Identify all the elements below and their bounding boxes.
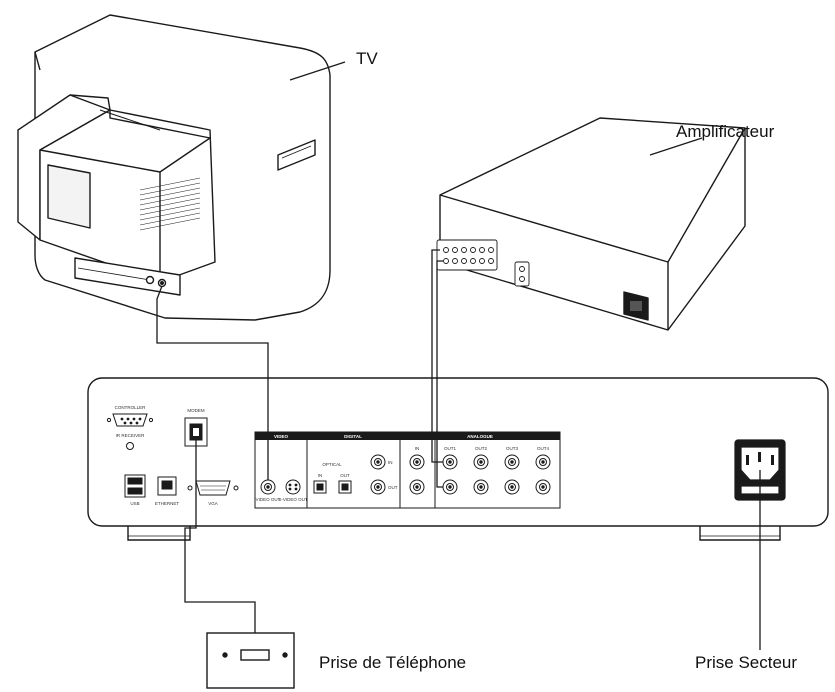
ethernet-port <box>157 476 177 496</box>
controller-label: CONTROLLER <box>115 405 147 410</box>
cables <box>156 249 761 650</box>
amplifier-illustration <box>436 117 746 331</box>
analog-out-jacks <box>442 454 551 495</box>
modem-port <box>184 417 208 447</box>
out2-label: OUT2 <box>475 446 487 451</box>
coaxial-jacks <box>370 454 386 495</box>
analog-in-label: IN <box>415 446 420 451</box>
tv-label: TV <box>356 49 378 68</box>
analog-in-jacks <box>409 454 425 495</box>
vga-port <box>187 480 239 496</box>
analog-header: ANALOGUE <box>467 434 493 439</box>
modem-label: MODEM <box>187 408 205 413</box>
out1-label: OUT1 <box>444 446 456 451</box>
out4-label: OUT4 <box>537 446 549 451</box>
video-out-label: VIDEO OUT <box>256 497 281 502</box>
amplifier-leader-line <box>649 137 703 156</box>
tv-video-cable <box>156 285 269 480</box>
digital-header: DIGITAL <box>344 434 362 439</box>
phone-cable <box>184 438 256 642</box>
ethernet-label: ETHERNET <box>155 501 180 506</box>
vga-label: VGA <box>208 501 218 506</box>
power-socket-label: Prise Secteur <box>695 653 797 672</box>
svideo-out-label: S-VIDEO OUT <box>278 497 308 502</box>
optical-out-label: OUT <box>340 473 350 478</box>
phone-socket-label: Prise de Téléphone <box>319 653 466 672</box>
tv-leader-line <box>289 61 346 81</box>
usb-label: USB <box>130 501 139 506</box>
phone-socket <box>206 632 295 689</box>
video-header: VIDEO <box>274 434 289 439</box>
optical-in-label: IN <box>318 473 323 478</box>
settop-box-illustration <box>87 377 829 541</box>
controller-port <box>106 413 154 450</box>
optical-ports <box>313 480 352 494</box>
tv-illustration <box>17 14 331 321</box>
port-header-bar <box>254 431 561 509</box>
amplifier-label: Amplificateur <box>676 122 775 141</box>
optical-label: OPTICAL <box>322 462 342 467</box>
svideo-out-jack <box>285 479 301 495</box>
ir-receiver-label: IR RECEIVER <box>116 433 146 438</box>
usb-port <box>124 474 146 498</box>
video-out-jack <box>260 479 276 495</box>
coax-out-label: OUT <box>388 485 398 490</box>
out3-label: OUT3 <box>506 446 518 451</box>
coax-in-label: IN <box>388 460 393 465</box>
amp-cable-right <box>436 260 443 488</box>
